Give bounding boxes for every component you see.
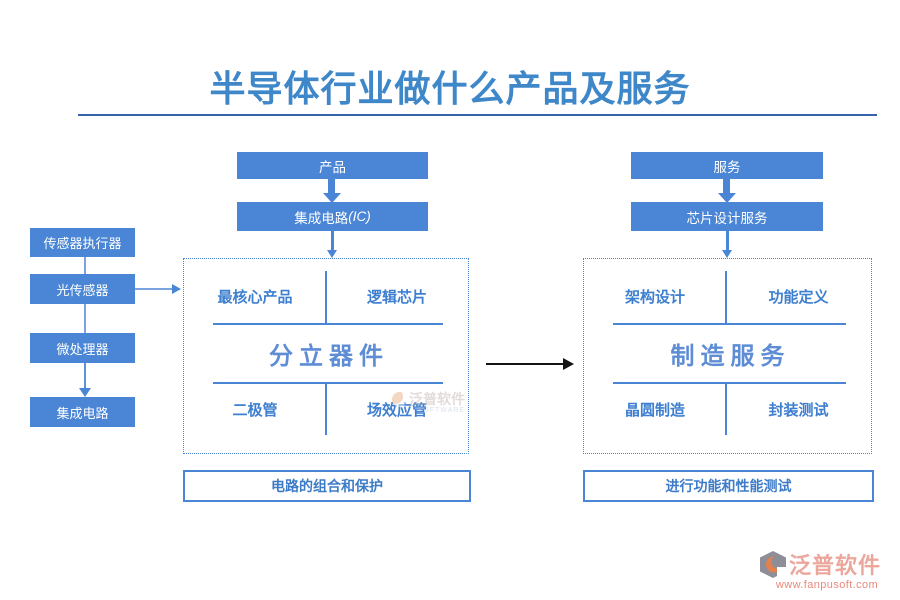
title-divider [78,114,877,116]
panel-cell: 场效应管 [326,383,468,435]
down-arrow-shaft [84,363,86,389]
cell-label: 场效应管 [366,401,427,419]
panel-divider [613,323,846,325]
node-label: 传感器执行器 [43,236,122,251]
cell-label: 二极管 [232,401,278,419]
fanpu-logo: 泛普软件 www.fanpusoft.com [760,548,894,591]
node-product-root: 产品 [237,152,428,179]
panel-cell: 二极管 [184,383,326,435]
right-arrow-shaft [135,288,173,290]
down-arrow-shaft [723,179,730,194]
connector-line [84,304,86,333]
node-label-suffix: (IC) [348,209,371,224]
panel-cell: 晶圆制造 [584,383,726,435]
fanpu-logo-text: 泛普软件 [789,553,882,578]
panel-divider [613,382,846,384]
node-light-sensor: 光传感器 [30,274,135,304]
cell-label: 逻辑芯片 [366,288,427,306]
note-label: 电路的组合和保护 [271,478,383,494]
cell-label: 架构设计 [624,288,685,306]
node-label: 集成电路 [56,405,109,421]
panel-divider [725,271,727,323]
node-label: 服务 [713,159,741,175]
panel-cell: 架构设计 [584,269,726,323]
cell-label: 最核心产品 [217,288,293,306]
cell-label: 封装测试 [768,401,829,419]
panel-cell: 封装测试 [726,383,871,435]
down-arrow-icon [327,250,337,258]
fanpu-logo-icon [760,550,786,578]
panel-divider [325,384,327,435]
down-arrow-icon [323,193,341,203]
panel-cell: 最核心产品 [184,269,326,323]
node-label: 光传感器 [56,282,109,298]
panel-divider [213,323,443,325]
panel-center-label: 分立器件 [269,342,389,370]
product-panel: 最核心产品 逻辑芯片 分立器件 二极管 场效应管 泛普软件 SOFTWARE [183,258,469,454]
node-label: 微处理器 [56,341,109,357]
flow-arrow-shaft [486,363,566,365]
node-ic: 集成电路(IC) [237,202,428,231]
connector-line [84,257,86,274]
panel-divider [725,384,727,435]
service-panel: 架构设计 功能定义 制造服务 晶圆制造 封装测试 [583,258,872,454]
node-chip-design-service: 芯片设计服务 [631,202,823,231]
panel-cell: 逻辑芯片 [326,269,468,323]
service-note-box: 进行功能和性能测试 [583,470,874,502]
node-integrated-circuit: 集成电路 [30,397,135,427]
fanpu-logo-url: www.fanpusoft.com [775,579,879,591]
flow-arrow-icon [563,358,574,370]
node-service-root: 服务 [631,152,823,179]
node-label: 芯片设计服务 [686,210,768,226]
panel-divider [213,382,443,384]
cell-label: 功能定义 [768,288,829,306]
panel-center-label: 制造服务 [670,342,791,370]
down-arrow-icon [79,388,91,397]
down-arrow-shaft [328,179,335,194]
page-title: 半导体行业做什么产品及服务 [209,69,691,109]
panel-cell: 功能定义 [726,269,871,323]
node-label: 产品 [319,159,346,175]
right-arrow-icon [172,284,181,294]
node-label: 集成电路 [294,210,349,226]
down-arrow-icon [722,250,732,258]
node-microprocessor: 微处理器 [30,333,135,363]
down-arrow-shaft [331,231,334,251]
down-arrow-shaft [726,231,729,251]
cell-label: 晶圆制造 [624,401,685,419]
node-sensor-actuator: 传感器执行器 [30,228,135,257]
product-note-box: 电路的组合和保护 [183,470,471,502]
down-arrow-icon [718,193,736,203]
note-label: 进行功能和性能测试 [665,478,792,494]
panel-divider [325,271,327,323]
